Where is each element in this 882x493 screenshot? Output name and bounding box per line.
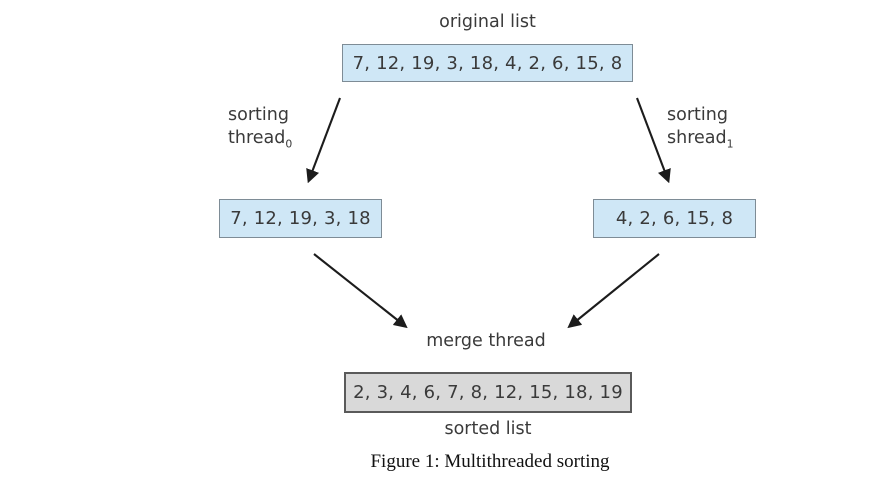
right-sublist-values: 4, 2, 6, 15, 8 [615, 208, 734, 229]
arrow-original-to-left-icon [306, 97, 341, 184]
sorting-thread0-line2: thread [228, 128, 286, 149]
left-sublist-box: 7, 12, 19, 3, 18 [219, 199, 382, 238]
sorting-shread1-label: sorting shread1 [667, 104, 734, 150]
left-sublist-values: 7, 12, 19, 3, 18 [230, 208, 371, 229]
sorting-thread0-subscript: 0 [285, 137, 293, 151]
sorting-shread1-line1: sorting [667, 105, 728, 125]
sorting-shread1-line2: shread [667, 128, 727, 149]
merge-thread-label: merge thread [426, 331, 546, 351]
original-list-box: 7, 12, 19, 3, 18, 4, 2, 6, 15, 8 [342, 44, 633, 82]
arrow-original-to-right-icon [636, 97, 671, 184]
original-list-label: original list [439, 12, 536, 32]
arrow-right-to-merge-icon [567, 253, 660, 329]
sorted-list-values: 2, 3, 4, 6, 7, 8, 12, 15, 18, 19 [353, 382, 623, 403]
sorting-shread1-subscript: 1 [726, 137, 734, 151]
original-list-values: 7, 12, 19, 3, 18, 4, 2, 6, 15, 8 [352, 52, 623, 74]
arrow-left-to-merge-icon [313, 253, 408, 329]
sorting-thread0-line1: sorting [228, 105, 289, 125]
sorted-list-box: 2, 3, 4, 6, 7, 8, 12, 15, 18, 19 [344, 372, 632, 413]
figure-caption: Figure 1: Multithreaded sorting [370, 451, 610, 472]
sorting-thread0-label: sorting thread0 [228, 104, 292, 150]
sorted-list-label: sorted list [444, 419, 532, 439]
right-sublist-box: 4, 2, 6, 15, 8 [593, 199, 756, 238]
